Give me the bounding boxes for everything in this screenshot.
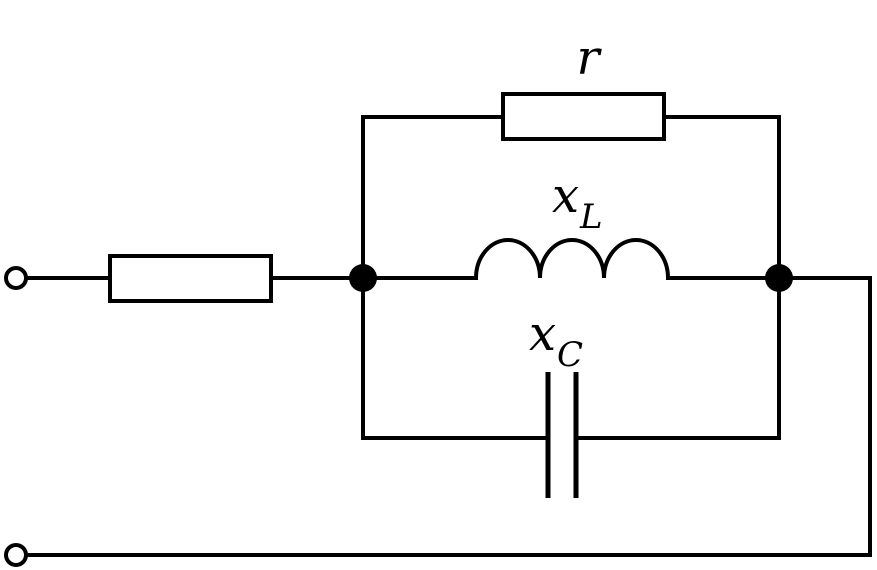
label-xc: x C [529, 306, 583, 375]
label-xc-main: x [529, 306, 556, 362]
input-terminal-top [4, 266, 28, 290]
inductor-xl [474, 238, 670, 280]
label-xl-main: x [552, 168, 579, 224]
resistor-r [501, 92, 666, 141]
label-xl: x L [552, 168, 603, 237]
junction-node-right [765, 264, 793, 292]
label-xl-sub: L [579, 197, 603, 237]
series-resistor [108, 254, 273, 303]
label-xc-sub: C [557, 335, 583, 375]
label-r: r [577, 30, 603, 86]
input-terminal-bottom [4, 543, 28, 567]
junction-node-left [349, 264, 377, 292]
